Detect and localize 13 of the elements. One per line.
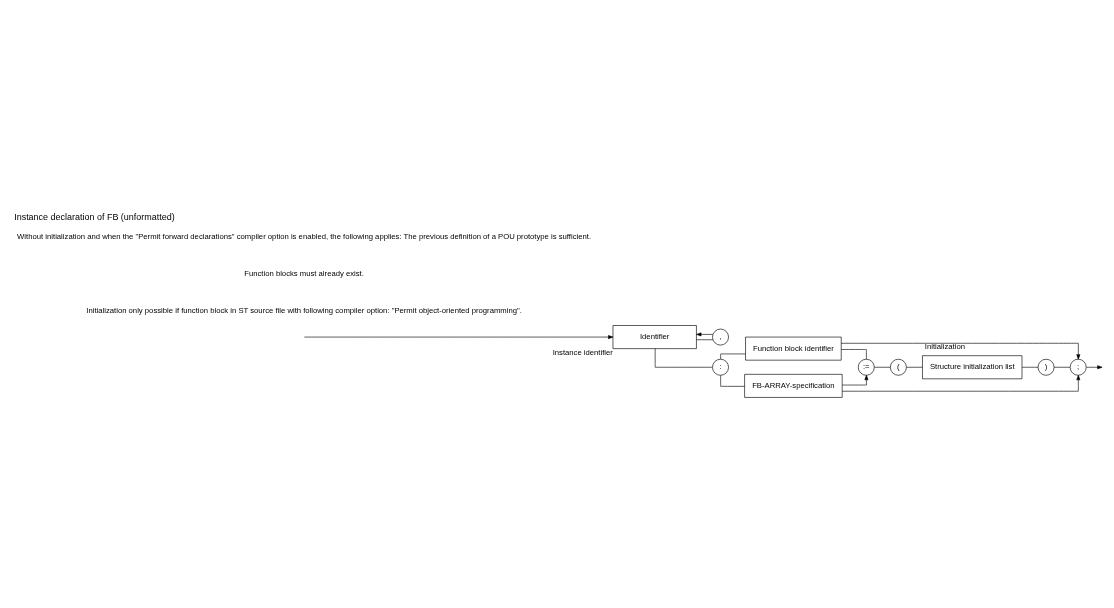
arrow (842, 375, 869, 386)
arrow (304, 335, 614, 339)
connector (906, 366, 923, 368)
connector (696, 339, 714, 341)
connector (840, 349, 867, 360)
arrow (840, 342, 1081, 360)
arrow (1086, 365, 1103, 370)
connector (874, 366, 891, 368)
diagram-title: Instance declaration of FB (unformatted) (14, 212, 175, 223)
arrow (841, 375, 1081, 392)
arrow (696, 332, 714, 337)
connector (720, 375, 745, 387)
connector (720, 353, 746, 360)
